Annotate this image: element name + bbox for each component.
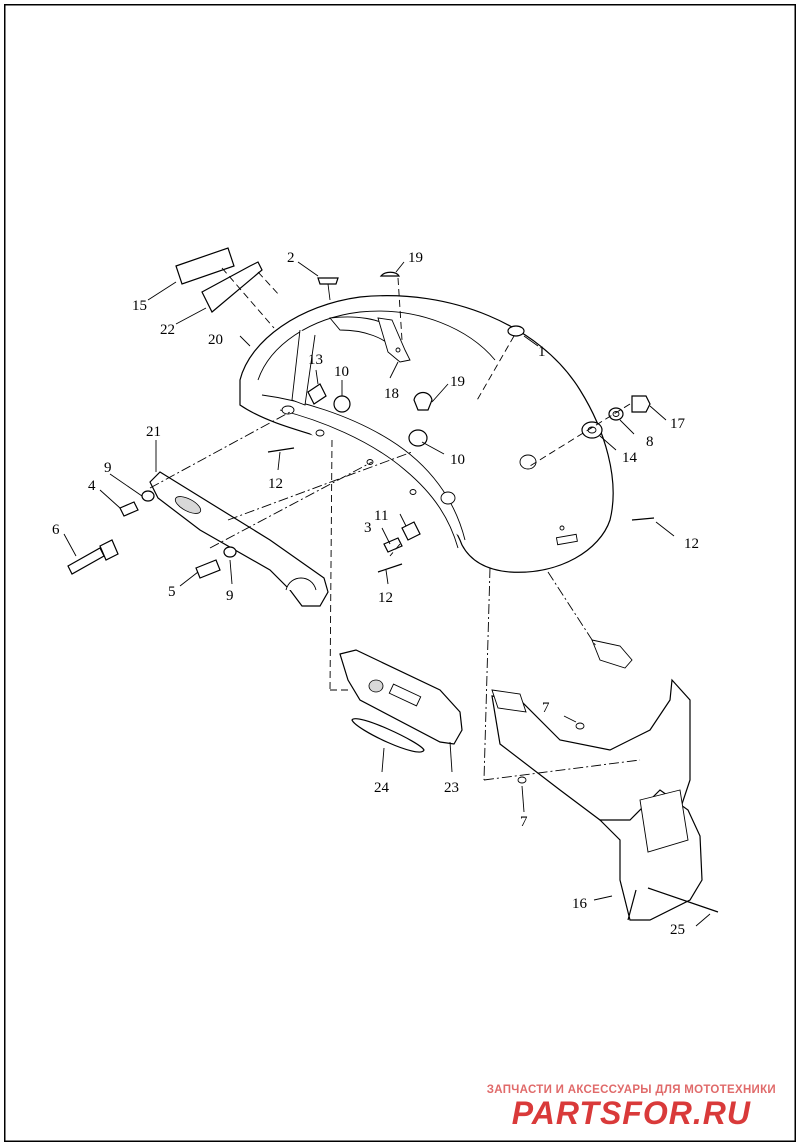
callout-9-upper: 9 [104,460,112,476]
callout-7-lower: 7 [520,814,528,830]
callout-21: 21 [146,424,161,440]
assembly-lines [149,267,641,781]
callout-7-upper: 7 [542,700,550,716]
callout-1: 1 [538,344,546,360]
callout-18: 18 [384,386,399,402]
callout-5: 5 [168,584,176,600]
callout-3: 3 [364,520,372,536]
watermark-logo: PARTSFOR.RU [511,1095,751,1131]
fender-rail [149,471,329,607]
callout-24: 24 [374,780,390,796]
callout-14: 14 [622,450,638,466]
callout-4: 4 [88,478,96,494]
diagram-frame [4,4,796,1142]
callout-23: 23 [444,780,459,796]
callout-11: 11 [374,508,388,524]
callout-19-top: 19 [408,250,423,266]
lower-fender-section [491,639,719,921]
callout-leaders [63,261,711,927]
callout-17: 17 [670,416,686,432]
callout-labels: 1 2 3 4 5 6 7 7 8 9 9 10 10 11 12 12 12 … [52,250,699,938]
watermark-tagline: ЗАПЧАСТИ И АКСЕССУАРЫ ДЛЯ МОТОТЕХНИКИ [486,1084,776,1096]
rail-fasteners [67,490,237,579]
callout-12-center: 12 [378,590,393,606]
callout-6: 6 [52,522,60,538]
reflector-pads [175,247,263,313]
callout-16: 16 [572,896,588,912]
watermark: ЗАПЧАСТИ И АКСЕССУАРЫ ДЛЯ МОТОТЕХНИКИ PA… [487,1084,776,1130]
license-bracket [339,649,463,753]
callout-22: 22 [160,322,175,338]
callout-13: 13 [308,352,323,368]
callout-2: 2 [287,250,295,266]
callout-10-upper: 10 [334,364,349,380]
callout-15: 15 [132,298,147,314]
callout-12-right: 12 [684,536,699,552]
callout-19-middle: 19 [450,374,465,390]
rear-fender [239,295,614,573]
fender-bracket [377,317,411,363]
callout-12-left: 12 [268,476,283,492]
callout-8: 8 [646,434,654,450]
callout-20: 20 [208,332,223,348]
callout-25: 25 [670,922,685,938]
callout-9-lower: 9 [226,588,234,604]
callout-10-lower: 10 [450,452,465,468]
